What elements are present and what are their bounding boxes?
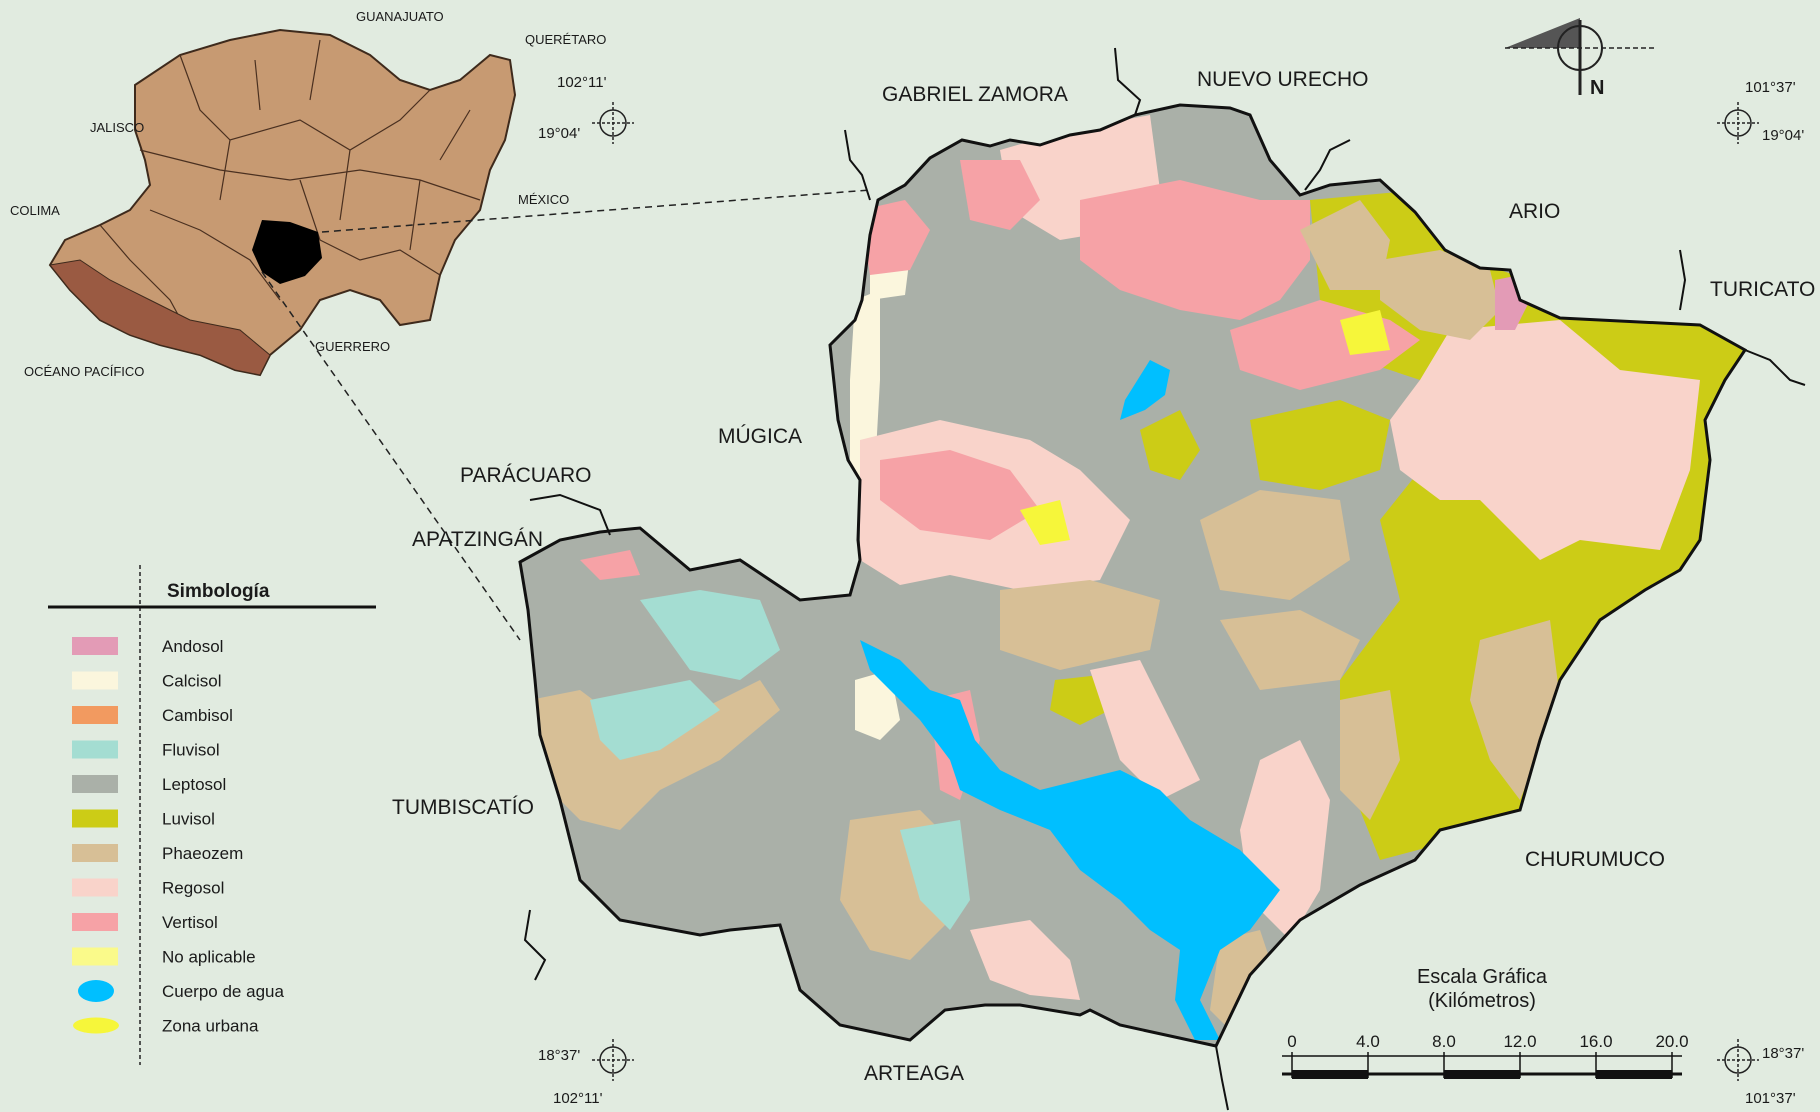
legend-label: No aplicable [162, 948, 256, 967]
label-churumuco: CHURUMUCO [1525, 848, 1665, 871]
legend-swatch [72, 878, 118, 897]
scale-tick-label: 12.0 [1503, 1032, 1536, 1051]
legend-swatch [78, 980, 114, 1002]
legend-label: Cambisol [162, 706, 233, 725]
coord-nw-lon: 102°11' [557, 74, 607, 91]
inset-label-guerrero: GUERRERO [315, 339, 390, 354]
legend-label: Vertisol [162, 913, 218, 932]
scale-tick-label: 4.0 [1356, 1032, 1380, 1051]
legend-label: Zona urbana [162, 1017, 259, 1036]
label-turicato: TURICATO [1710, 278, 1815, 301]
label-arteaga: ARTEAGA [864, 1062, 964, 1085]
coord-se-lat: 18°37' [1762, 1045, 1804, 1062]
legend-swatch [72, 775, 118, 793]
label-tumbiscatio: TUMBISCATÍO [392, 796, 534, 819]
legend-swatch [72, 844, 118, 862]
legend-label: Luvisol [162, 810, 215, 829]
coord-sw-lat: 18°37' [538, 1047, 580, 1064]
coord-se-lon: 101°37' [1745, 1090, 1796, 1107]
label-nuevo-urecho: NUEVO URECHO [1197, 68, 1369, 91]
inset-label-jalisco: JALISCO [90, 120, 144, 135]
scale-tick-label: 8.0 [1432, 1032, 1456, 1051]
coord-sw-lon: 102°11' [553, 1090, 603, 1107]
label-mugica: MÚGICA [718, 425, 802, 448]
state-inset-map [48, 28, 517, 377]
scale-tick-label: 20.0 [1655, 1032, 1688, 1051]
municipality-highlight [252, 220, 322, 284]
legend-swatch [73, 1017, 119, 1034]
label-ario: ARIO [1509, 200, 1560, 223]
legend-label: Cuerpo de agua [162, 982, 284, 1001]
legend-swatch [72, 947, 118, 966]
inset-label-oceano: OCÉANO PACÍFICO [24, 364, 144, 379]
scale-tick-label: 0 [1287, 1032, 1296, 1051]
scale-bar: Escala Gráfica (Kilómetros) 0 4.0 8.0 12.0 1… [1282, 966, 1689, 1079]
legend-label: Regosol [162, 879, 224, 898]
legend-swatch [72, 637, 118, 655]
inset-label-queretaro: QUERÉTARO [525, 32, 606, 47]
label-gabriel-zamora: GABRIEL ZAMORA [882, 83, 1068, 106]
legend-label: Leptosol [162, 775, 226, 794]
scale-title: Escala Gráfica [1417, 966, 1548, 988]
legend-swatch [72, 913, 118, 931]
scale-segment [1444, 1070, 1520, 1079]
coord-ne-lat: 19°04' [1762, 127, 1804, 144]
neighbor-border-lines [523, 47, 1806, 1111]
coord-nw-lat: 19°04' [538, 125, 580, 142]
municipality-map [518, 103, 1748, 1048]
inset-label-colima: COLIMA [10, 203, 60, 218]
legend-label: Andosol [162, 637, 223, 656]
scale-segment [1596, 1070, 1672, 1079]
legend-label: Fluvisol [162, 741, 220, 760]
inset-label-mexico: MÉXICO [518, 192, 569, 207]
legend-label: Phaeozem [162, 844, 243, 863]
north-arrow [1505, 18, 1655, 95]
scale-unit: (Kilómetros) [1428, 990, 1536, 1012]
inset-label-guanajuato: GUANAJUATO [356, 9, 444, 24]
label-apatzingan: APATZINGÁN [412, 528, 543, 551]
coord-ne-lon: 101°37' [1745, 79, 1796, 96]
label-paracuaro: PARÁCUARO [460, 464, 591, 487]
legend-swatch [72, 740, 118, 759]
legend-swatch [72, 671, 118, 690]
legend-swatch [72, 706, 118, 724]
legend-label: Calcisol [162, 672, 222, 691]
north-label: N [1590, 77, 1604, 99]
legend-title: Simbología [167, 581, 270, 602]
legend-swatch [72, 809, 118, 828]
scale-segment [1292, 1070, 1368, 1079]
scale-tick-label: 16.0 [1579, 1032, 1612, 1051]
legend: Simbología AndosolCalcisolCambisolFluvis… [48, 565, 376, 1065]
coordinate-crosshairs [592, 102, 1759, 1081]
